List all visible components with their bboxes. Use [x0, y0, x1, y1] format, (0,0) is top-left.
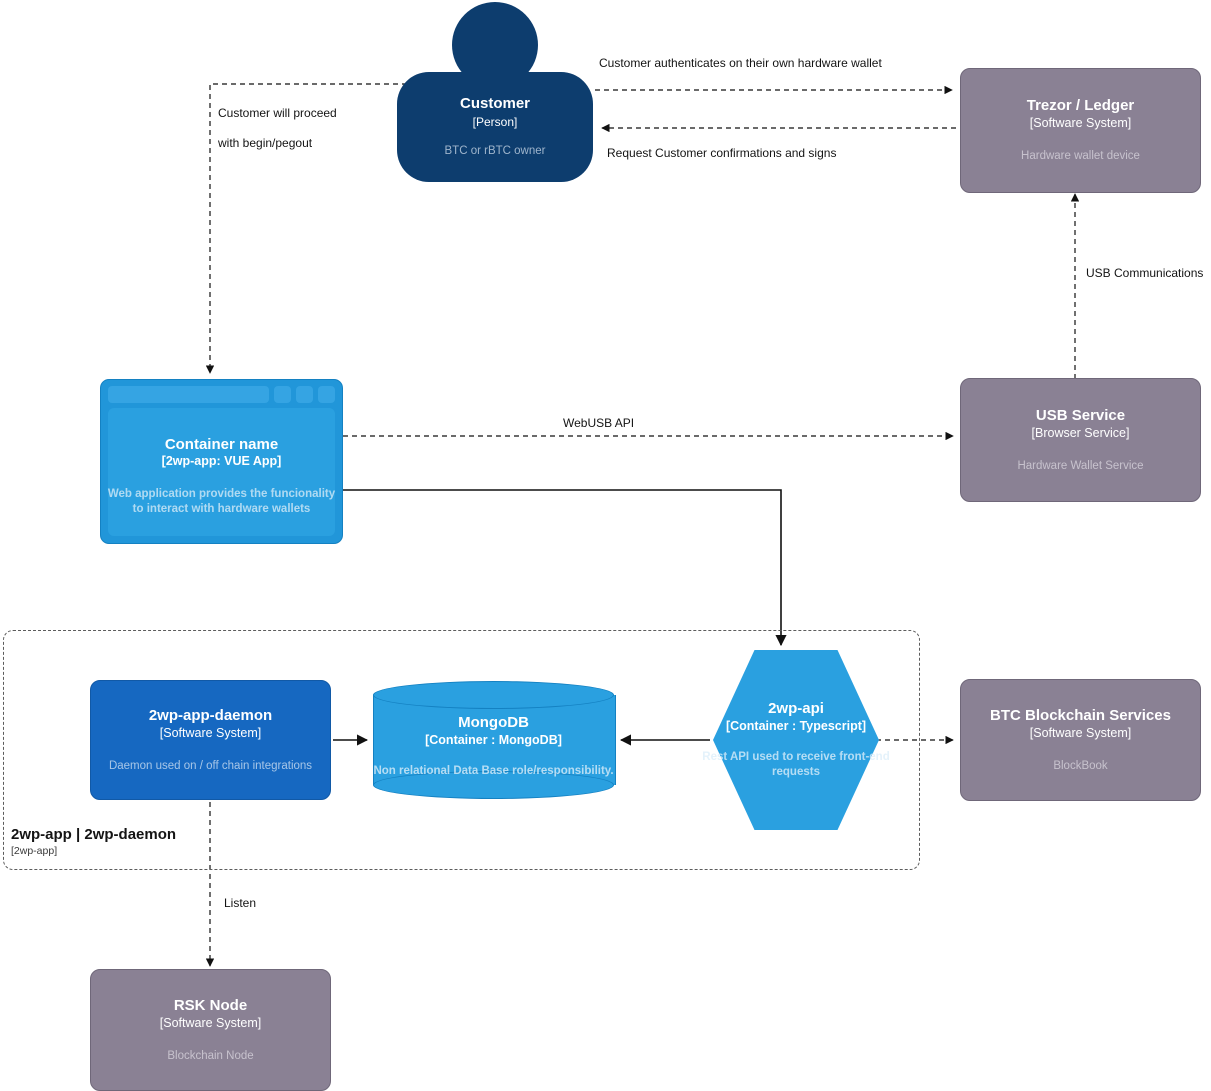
- node-btc-blockchain-services-desc: BlockBook: [1053, 759, 1108, 772]
- node-2wp-app-daemon-tech: [Software System]: [159, 725, 262, 740]
- node-customer-text: Customer [Person] BTC or rBTC owner: [397, 72, 593, 182]
- node-usb-service-title: USB Service: [1035, 406, 1126, 424]
- node-container-name-desc: Web application provides the funcionalit…: [107, 488, 336, 516]
- edge-label-usb-communications: USB Communications: [1086, 266, 1204, 280]
- edge-label-listen: Listen: [224, 896, 257, 910]
- node-customer-desc: BTC or rBTC owner: [444, 145, 546, 158]
- node-2wp-api[interactable]: 2wp-api [Container : Typescript] Rest AP…: [702, 650, 890, 830]
- hexagon-shape: [713, 650, 879, 830]
- node-2wp-api-text: 2wp-api [Container : Typescript] Rest AP…: [699, 650, 893, 830]
- node-customer-tech: [Person]: [472, 114, 518, 129]
- node-2wp-app-daemon-title: 2wp-app-daemon: [148, 706, 273, 724]
- node-rsk-node-desc: Blockchain Node: [167, 1049, 254, 1062]
- cylinder-top-ellipse: [373, 681, 614, 709]
- node-rsk-node[interactable]: RSK Node [Software System] Blockchain No…: [90, 969, 331, 1091]
- node-trezor-ledger-desc: Hardware wallet device: [1021, 150, 1140, 163]
- boundary-title: 2wp-app | 2wp-daemon: [11, 826, 177, 843]
- browser-control-icon-3[interactable]: [318, 386, 335, 403]
- browser-control-icon-2[interactable]: [296, 386, 313, 403]
- node-btc-blockchain-services[interactable]: BTC Blockchain Services [Software System…: [960, 679, 1201, 801]
- person-body-shape: [397, 72, 593, 182]
- boundary-tech: [2wp-app]: [11, 845, 58, 857]
- node-customer-title: Customer: [459, 95, 530, 113]
- node-usb-service-tech: [Browser Service]: [1031, 425, 1130, 440]
- node-mongodb[interactable]: MongoDB [Container : MongoDB] Non relati…: [373, 681, 616, 799]
- node-container-name-tech: [2wp-app: VUE App]: [161, 454, 282, 469]
- edge-label-request-confirmations: Request Customer confirmations and signs: [607, 146, 837, 160]
- node-rsk-node-title: RSK Node: [173, 996, 248, 1014]
- edge-label-customer-proceed-line2: with begin/pegout: [218, 136, 313, 150]
- boundary-2wp-app: [3, 630, 920, 870]
- browser-chrome-bar: [108, 386, 335, 403]
- boundary-label: 2wp-app | 2wp-daemon [2wp-app]: [11, 826, 176, 857]
- cylinder-bottom-ellipse: [373, 771, 614, 799]
- node-trezor-ledger-title: Trezor / Ledger: [1026, 97, 1135, 115]
- node-2wp-app-daemon[interactable]: 2wp-app-daemon [Software System] Daemon …: [90, 680, 331, 800]
- browser-address-bar[interactable]: [108, 386, 269, 403]
- node-trezor-ledger-tech: [Software System]: [1029, 116, 1132, 131]
- edge-container-to-2wp-api: [341, 489, 787, 647]
- node-2wp-api-tech: [Container : Typescript]: [725, 719, 867, 734]
- node-trezor-ledger[interactable]: Trezor / Ledger [Software System] Hardwa…: [960, 68, 1201, 193]
- node-2wp-app-daemon-desc: Daemon used on / off chain integrations: [108, 759, 313, 772]
- edge-label-webusb-api: WebUSB API: [563, 416, 635, 430]
- node-rsk-node-tech: [Software System]: [159, 1015, 262, 1030]
- edge-label-customer-proceed-line1: Customer will proceed: [218, 106, 337, 120]
- node-2wp-api-desc: Rest API used to receive front-end reque…: [702, 751, 890, 779]
- node-mongodb-desc: Non relational Data Base role/responsibi…: [373, 764, 614, 777]
- node-container-name-title: Container name: [164, 436, 279, 453]
- node-btc-blockchain-services-title: BTC Blockchain Services: [990, 706, 1171, 724]
- browser-control-icon-1[interactable]: [274, 386, 291, 403]
- cylinder-body-shape: [373, 695, 616, 785]
- node-customer[interactable]: Customer [Person] BTC or rBTC owner: [397, 2, 593, 182]
- node-btc-blockchain-services-tech: [Software System]: [1029, 725, 1132, 740]
- edge-label-customer-authenticates: Customer authenticates on their own hard…: [599, 56, 882, 70]
- node-usb-service-desc: Hardware Wallet Service: [1017, 459, 1144, 472]
- node-usb-service[interactable]: USB Service [Browser Service] Hardware W…: [960, 378, 1201, 502]
- node-mongodb-title: MongoDB: [458, 713, 529, 731]
- node-container-name[interactable]: Container name [2wp-app: VUE App] Web ap…: [100, 379, 343, 544]
- node-mongodb-text: MongoDB [Container : MongoDB] Non relati…: [373, 681, 614, 799]
- node-mongodb-tech: [Container : MongoDB]: [425, 732, 562, 747]
- node-2wp-api-title: 2wp-api: [768, 699, 824, 717]
- browser-viewport: Container name [2wp-app: VUE App] Web ap…: [108, 408, 335, 536]
